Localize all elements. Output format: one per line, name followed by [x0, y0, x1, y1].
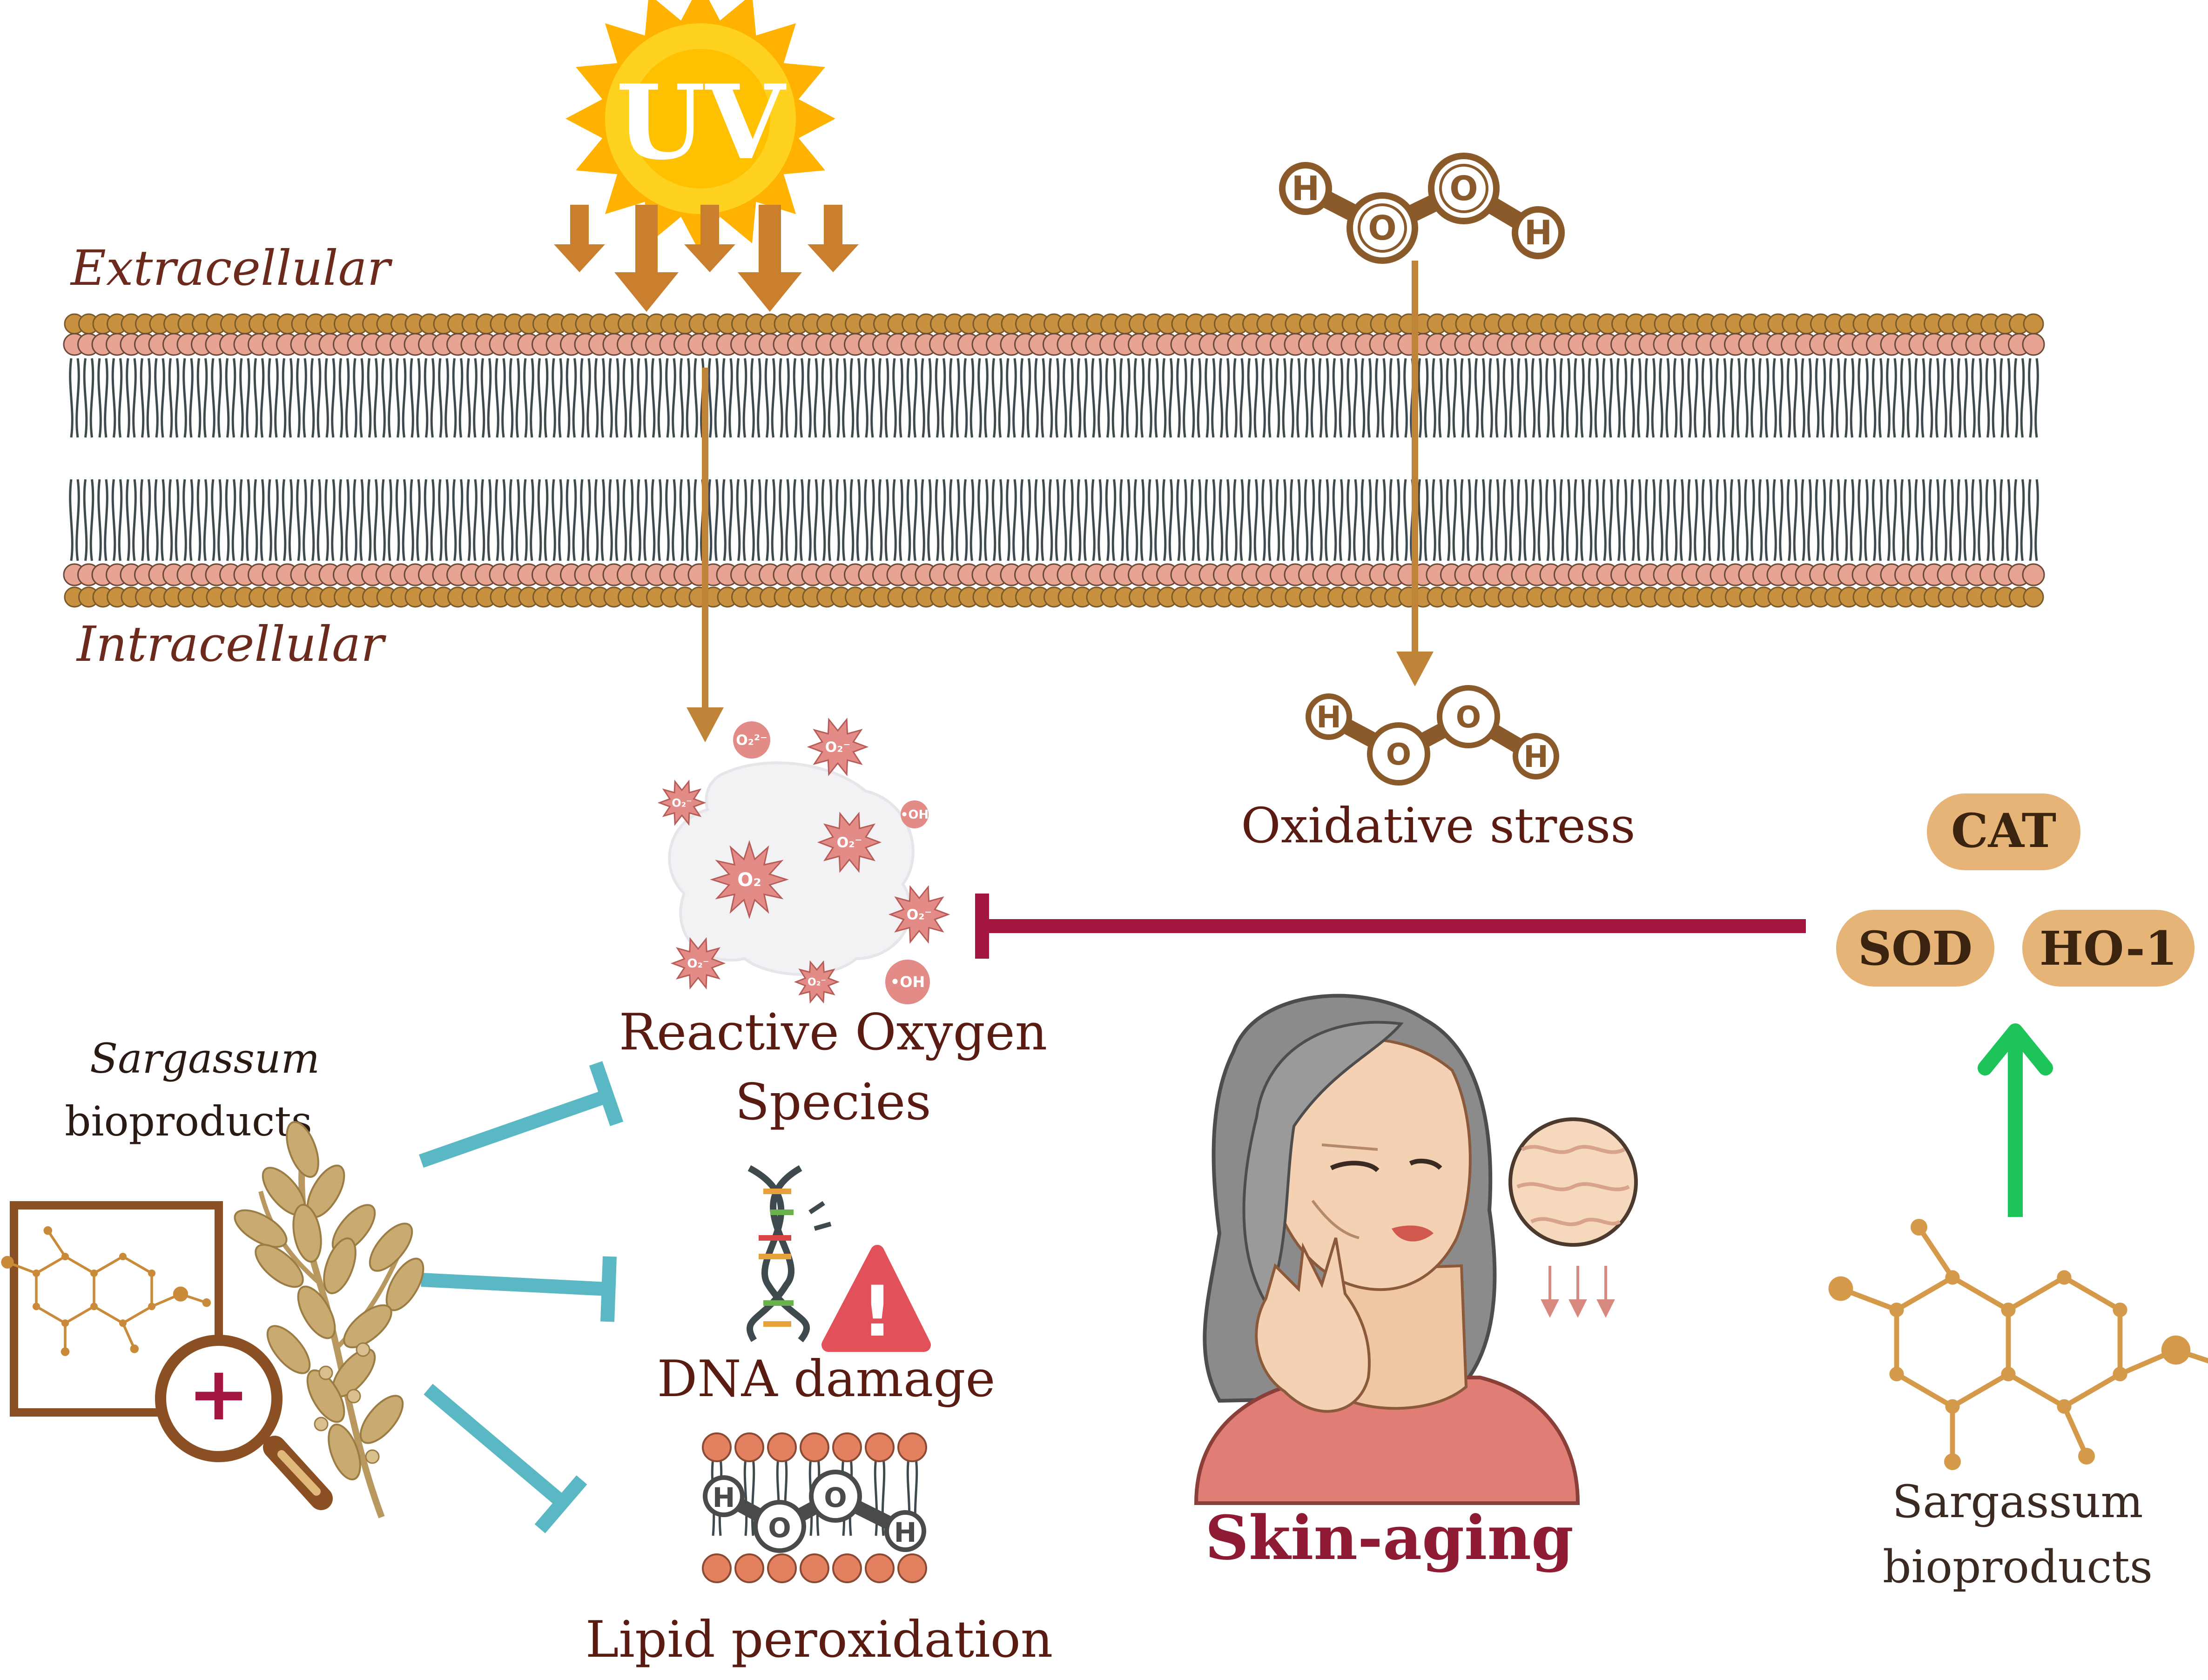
- upregulation-arrow: [1978, 1023, 2053, 1217]
- svg-text:H: H: [1292, 169, 1319, 208]
- cell-membrane: [63, 313, 2045, 608]
- h2o2-diffusion-arrowhead: [1396, 652, 1434, 686]
- svg-text:O₂⁻: O₂⁻: [687, 957, 709, 971]
- aging-woman-icon: [1194, 994, 1638, 1505]
- svg-text:H: H: [894, 1517, 917, 1548]
- svg-text:H: H: [1316, 700, 1341, 735]
- svg-text:!: !: [862, 1271, 893, 1352]
- ros-particle: O₂⁻: [794, 960, 840, 1004]
- lipid-h2o2-molecule: H O O H: [703, 1470, 926, 1553]
- enzyme-inhibit-ros-arrow: [975, 894, 1806, 959]
- sargassum-left-label-line2: bioproducts: [65, 1097, 312, 1145]
- molecule-icon: [1828, 1219, 2208, 1470]
- ros-particle: •OH: [901, 800, 929, 828]
- svg-text:O₂⁻: O₂⁻: [825, 739, 850, 756]
- hydrogen-peroxide-icon: H O O H: [1279, 153, 1565, 264]
- ros-particle: O₂²⁻: [733, 721, 770, 759]
- enzyme-cat: CAT: [1927, 793, 2080, 870]
- svg-text:HO-1: HO-1: [2040, 921, 2177, 976]
- skin-aging-label: Skin-aging: [1205, 1502, 1574, 1573]
- warning-icon: !: [821, 1245, 931, 1352]
- hydrogen-peroxide-icon-intracellular: H O O H: [1306, 685, 1559, 786]
- svg-text:SOD: SOD: [1858, 921, 1972, 976]
- sun-icon: UV: [554, 0, 859, 312]
- svg-text:O₂: O₂: [737, 869, 761, 891]
- svg-text:H: H: [713, 1482, 735, 1513]
- ros-particle: O₂⁻: [817, 812, 882, 873]
- svg-text:CAT: CAT: [1951, 803, 2056, 858]
- svg-text:+: +: [188, 1350, 250, 1437]
- enzyme-ho1: HO-1: [2022, 910, 2195, 987]
- sargassum-inhibit-lipid-arrow: [424, 1384, 587, 1533]
- sargassum-inhibit-dna-arrow: [421, 1256, 617, 1322]
- sargassum-inhibit-ros-arrow: [419, 1061, 624, 1168]
- extracellular-label: Extracellular: [70, 240, 393, 296]
- ros-cloud-icon: O₂²⁻ O₂⁻ O₂⁻ •OH O₂⁻ O₂ O₂⁻ O₂⁻ O₂⁻ •OH: [657, 717, 950, 1004]
- intracellular-label: Intracellular: [76, 616, 386, 672]
- lipid-peroxidation-label: Lipid peroxidation: [586, 1611, 1053, 1669]
- ros-label-line1: Reactive Oxygen: [619, 1003, 1047, 1062]
- uv-label: UV: [616, 62, 787, 182]
- sargassum-right-label-line2: bioproducts: [1883, 1541, 2153, 1593]
- sargassum-left-label-line1: Sargassum: [90, 1035, 320, 1082]
- svg-text:O: O: [824, 1482, 847, 1513]
- dna-damage-label: DNA damage: [657, 1350, 996, 1408]
- svg-text:O₂⁻: O₂⁻: [808, 977, 826, 988]
- svg-text:•OH: •OH: [901, 808, 929, 822]
- svg-text:H: H: [1523, 740, 1548, 774]
- ros-particle: O₂⁻: [670, 937, 726, 990]
- ros-particle: •OH: [885, 960, 930, 1004]
- seaweed-icon: [234, 1121, 424, 1519]
- uv-to-ros-arrowhead: [687, 707, 724, 742]
- magnifier-icon: +: [1, 1201, 333, 1510]
- svg-text:O: O: [1368, 208, 1396, 248]
- ros-particle: O₂⁻: [807, 717, 869, 777]
- ros-particle: O₂⁻: [888, 885, 950, 944]
- svg-text:O: O: [1386, 738, 1411, 772]
- sargassum-right-label-line1: Sargassum: [1892, 1476, 2143, 1528]
- ros-label-line2: Species: [735, 1073, 931, 1131]
- svg-text:O: O: [1456, 700, 1481, 735]
- svg-text:H: H: [1524, 213, 1552, 252]
- uv-rays-arrows: [554, 205, 859, 312]
- dna-icon: [746, 1165, 832, 1343]
- ros-particle: O₂: [710, 840, 789, 919]
- enzyme-sod: SOD: [1836, 910, 1994, 987]
- svg-text:O₂⁻: O₂⁻: [837, 835, 862, 851]
- oxidative-stress-label: Oxidative stress: [1241, 797, 1635, 854]
- svg-text:O₂⁻: O₂⁻: [672, 796, 692, 809]
- svg-text:O: O: [768, 1512, 791, 1544]
- svg-text:O₂⁻: O₂⁻: [907, 907, 932, 923]
- svg-text:•OH: •OH: [890, 973, 925, 991]
- ros-stars: O₂²⁻ O₂⁻ O₂⁻ •OH O₂⁻ O₂ O₂⁻ O₂⁻ O₂⁻ •OH: [657, 717, 950, 1004]
- ros-particle: O₂⁻: [657, 780, 707, 826]
- svg-text:O: O: [1449, 169, 1478, 208]
- svg-text:O₂²⁻: O₂²⁻: [736, 732, 767, 749]
